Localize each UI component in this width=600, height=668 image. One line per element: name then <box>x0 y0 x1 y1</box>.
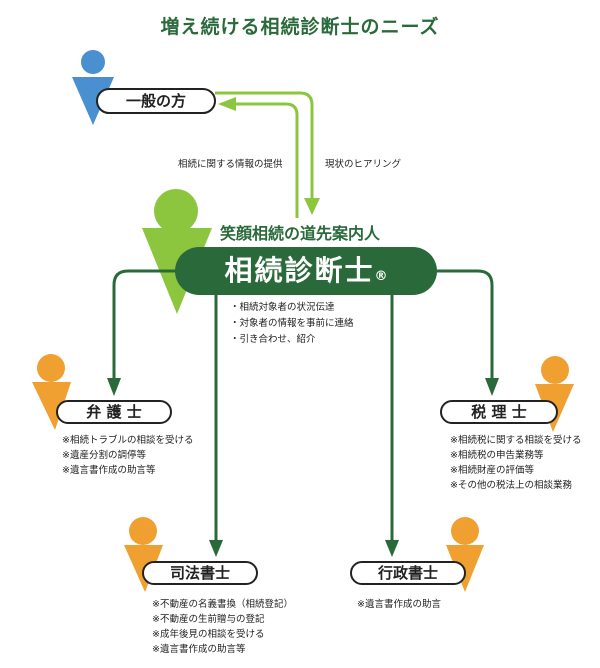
judicial-scrivener-label: 司法書士 <box>169 564 230 582</box>
center-label: 相続診断士 <box>224 254 375 287</box>
tax-accountant-pill: 税 理 士 <box>440 400 558 424</box>
flow-label-hearing: 現状のヒアリング <box>325 159 402 170</box>
flow-line-to-public <box>232 102 299 218</box>
lawyer-pill: 弁 護 士 <box>56 400 172 424</box>
connector-to-tax-accountant <box>432 269 494 385</box>
list-item: ・引き合わせ、紹介 <box>230 334 316 345</box>
list-item: ※遺言書作成の助言等 <box>152 644 246 655</box>
list-item: ※相続税の申告業務等 <box>450 450 544 461</box>
list-item: ・対象者の情報を事前に連絡 <box>230 318 354 329</box>
list-item: ※遺言書作成の助言 <box>357 599 441 610</box>
registered-mark: ® <box>374 269 388 284</box>
person-icon-orange <box>32 354 71 430</box>
list-item: ※成年後見の相談を受ける <box>152 629 265 640</box>
flow-line-to-center <box>215 91 314 205</box>
flow-label-info-provision: 相続に関する情報の提供 <box>178 159 283 170</box>
list-item: ※不動産の生前贈与の登記 <box>152 614 265 625</box>
center-duties-list: ・相続対象者の状況伝達 ・対象者の情報を事前に連絡 ・引き合わせ、紹介 <box>230 300 354 348</box>
general-public-pill: 一般の方 <box>96 88 216 114</box>
lawyer-label: 弁 護 士 <box>86 403 142 421</box>
list-item: ※遺言書作成の助言等 <box>62 465 156 476</box>
center-pill: 相続診断士® <box>175 247 437 295</box>
judicial-scrivener-pill: 司法書士 <box>142 561 258 585</box>
list-item: ※相続トラブルの相談を受ける <box>62 435 194 446</box>
tax-accountant-duties-list: ※相続税に関する相談を受ける ※相続税の申告業務等 ※相続財産の評価等 ※その他… <box>450 433 581 493</box>
list-item: ※相続財産の評価等 <box>450 465 534 476</box>
list-item: ※遺産分割の調停等 <box>62 450 146 461</box>
list-item: ※相続税に関する相談を受ける <box>450 435 582 446</box>
diagram-title: 増え続ける相続診断士のニーズ <box>160 16 440 38</box>
admin-scrivener-pill: 行政書士 <box>350 561 466 585</box>
judicial-scrivener-duties-list: ※不動産の名義書換（相続登記） ※不動産の生前贈与の登記 ※成年後見の相談を受け… <box>152 597 293 657</box>
list-item: ・相続対象者の状況伝達 <box>230 302 335 313</box>
admin-scrivener-duties-list: ※遺言書作成の助言 <box>357 597 441 612</box>
list-item: ※その他の税法上の相談業務 <box>450 480 572 491</box>
admin-scrivener-label: 行政書士 <box>377 564 438 582</box>
connector-to-lawyer <box>112 269 180 385</box>
center-subtitle: 笑顔相続の道先案内人 <box>220 224 381 243</box>
lawyer-duties-list: ※相続トラブルの相談を受ける ※遺産分割の調停等 ※遺言書作成の助言等 <box>62 433 193 478</box>
general-public-label: 一般の方 <box>125 92 186 110</box>
tax-accountant-label: 税 理 士 <box>471 403 527 421</box>
list-item: ※不動産の名義書換（相続登記） <box>152 599 293 610</box>
arrow-head-left <box>218 97 236 111</box>
arrow-head-down <box>304 198 320 215</box>
